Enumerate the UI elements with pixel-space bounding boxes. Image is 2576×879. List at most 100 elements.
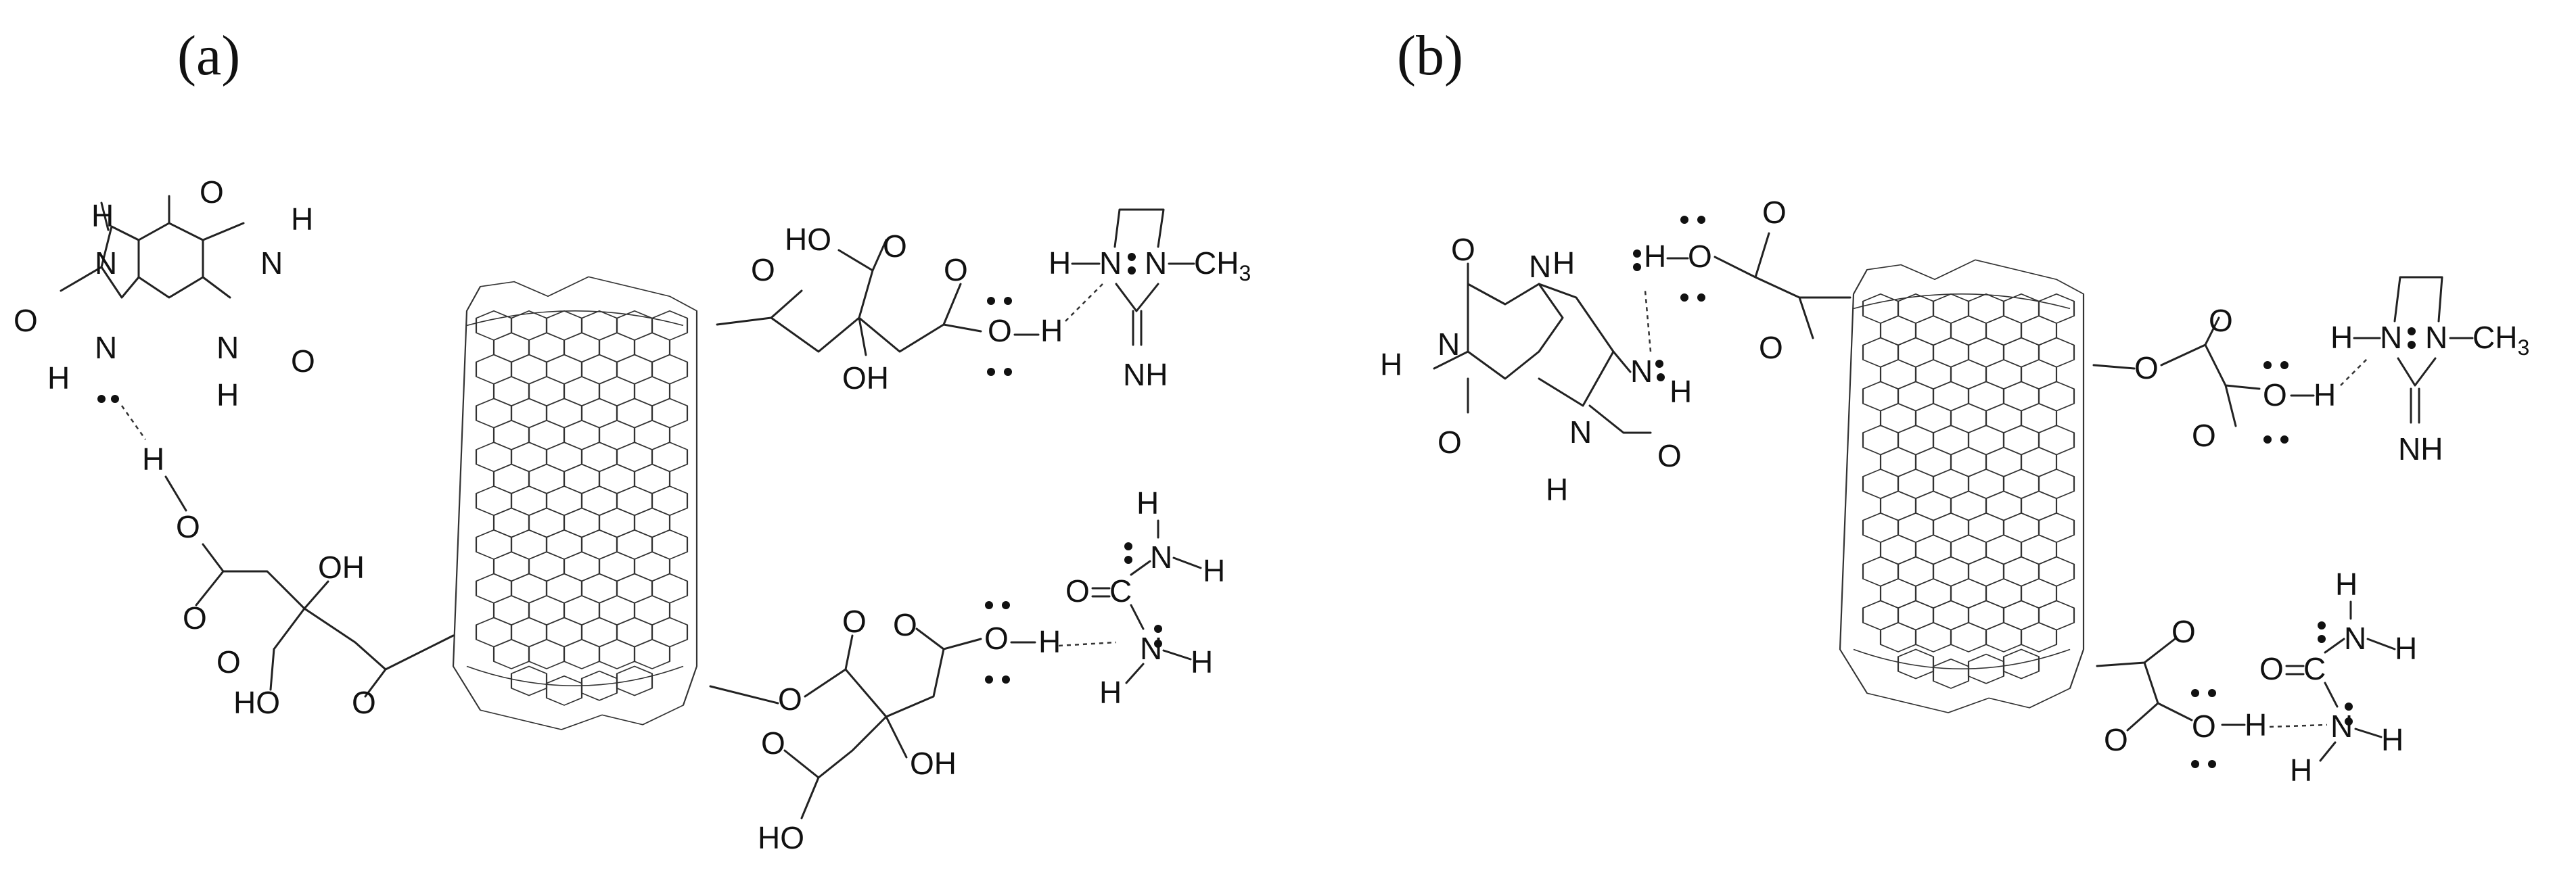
atom-o: O: [883, 229, 907, 264]
atom-h: H: [1670, 374, 1692, 409]
citric-acid-top-a: O HO O OH O O H: [716, 222, 1103, 396]
atom-h: H: [1203, 553, 1225, 588]
atom-h: H: [91, 198, 114, 233]
atom-o: O: [183, 600, 207, 636]
atom-h: H: [2245, 707, 2267, 742]
atom-h: H: [1191, 644, 1213, 680]
atom-ho: HO: [758, 820, 804, 855]
atom-o: O: [2134, 350, 2159, 385]
atom-n: N: [95, 330, 117, 365]
atom-h: H: [1038, 624, 1061, 659]
atom-o: O: [842, 604, 867, 639]
citric-acid-bottom-a: O O O O H OH O HO: [709, 601, 1117, 855]
atom-o: O: [1451, 232, 1475, 267]
atom-h: H: [2335, 567, 2358, 602]
atom-o: O: [893, 607, 917, 642]
atom-n: N: [1099, 245, 1122, 281]
atom-o: O: [984, 621, 1009, 656]
atom-o: O: [1438, 425, 1462, 460]
atom-o: O: [176, 509, 200, 544]
oxalyl-bottom-b: O O O H: [2096, 614, 2328, 768]
atom-o: O: [2104, 722, 2128, 757]
atom-h: H: [2381, 722, 2404, 757]
atom-h: H: [47, 360, 70, 396]
atom-ho: HO: [785, 222, 831, 257]
atom-n: N: [2380, 320, 2402, 355]
atom-o: O: [988, 313, 1012, 348]
atom-h: H: [1136, 485, 1159, 521]
atom-o: O: [352, 685, 376, 720]
urea-b: O C N H H N H H: [2259, 567, 2417, 788]
atom-h: H: [291, 201, 313, 237]
atom-nh: NH: [1123, 357, 1168, 392]
atom-h: H: [2330, 320, 2353, 355]
atom-o: O: [2259, 651, 2284, 686]
atom-c: C: [2303, 651, 2326, 686]
carbon-nanotube-a: [453, 277, 697, 730]
atom-h: H: [1380, 347, 1402, 382]
atom-h: H: [2395, 631, 2417, 666]
atom-h: H: [1040, 313, 1063, 348]
oxalyl-right-b: O O O O H: [2092, 303, 2368, 453]
atom-o: O: [2263, 377, 2287, 412]
atom-o: O: [1065, 573, 1090, 609]
atom-o: O: [751, 252, 775, 287]
panel-b-label: (b): [1397, 24, 1463, 87]
atom-o: O: [1688, 239, 1712, 274]
atom-oh: OH: [842, 360, 889, 396]
atom-o: O: [2171, 614, 2196, 649]
atom-oh: OH: [318, 550, 365, 585]
atom-oh: OH: [910, 746, 957, 781]
atom-n: N: [216, 330, 239, 365]
atom-h: H: [216, 377, 239, 412]
oxalyl-top-b: H O O O: [1633, 195, 1852, 365]
atom-n: N: [2344, 621, 2366, 656]
carbon-nanotube-b: [1840, 260, 2084, 713]
atom-n: N: [260, 245, 283, 281]
atom-n: N: [2425, 320, 2447, 355]
atom-c: C: [1109, 573, 1132, 609]
atom-o: O: [944, 252, 968, 287]
atom-o: O: [2192, 709, 2216, 744]
atom-o: O: [778, 682, 802, 717]
atom-n: N: [1630, 354, 1653, 389]
atom-o: O: [291, 343, 315, 379]
creatinine-a: H N N CH3 NH: [1049, 208, 1251, 392]
creatinine-b: H N N CH3 NH: [2330, 276, 2529, 467]
atom-n: N: [1150, 540, 1172, 575]
atom-o: O: [761, 726, 785, 761]
atom-h: H: [1552, 245, 1575, 281]
atom-ch3: CH3: [1194, 245, 1251, 285]
atom-n: N: [1529, 249, 1551, 284]
atom-h: H: [2290, 753, 2312, 788]
panel-a-label: (a): [177, 24, 240, 87]
uric-acid-a: O N H O N H N H O N H: [14, 174, 315, 440]
atom-h: H: [1644, 239, 1666, 274]
urea-a: O C N H H N H H: [1065, 485, 1225, 710]
atom-o: O: [2209, 303, 2233, 338]
atom-ch3: CH3: [2472, 320, 2529, 360]
atom-o: O: [1762, 195, 1787, 230]
panel-a: (a) O N H O N H N H O N H H: [14, 24, 1251, 855]
uric-acid-b: O N H N H O N H O N H: [1380, 232, 1692, 507]
atom-o: O: [1657, 438, 1682, 473]
atom-n: N: [1145, 245, 1167, 281]
atom-h: H: [1049, 245, 1071, 281]
atom-n: N: [95, 245, 117, 281]
atom-o: O: [2192, 418, 2216, 453]
atom-n: N: [1438, 327, 1460, 362]
atom-h: H: [2314, 377, 2336, 412]
atom-n: N: [1569, 414, 1592, 450]
citric-acid-left-a: H O O OH O HO O: [142, 442, 455, 720]
atom-o: O: [216, 644, 241, 680]
atom-n: N: [1140, 631, 1162, 666]
atom-n: N: [2330, 709, 2353, 744]
atom-h: H: [142, 442, 164, 477]
atom-ho: HO: [233, 685, 280, 720]
atom-o: O: [14, 303, 38, 338]
atom-o: O: [200, 174, 224, 210]
atom-nh: NH: [2398, 431, 2443, 467]
atom-h: H: [1099, 675, 1122, 710]
atom-o: O: [1759, 330, 1783, 365]
